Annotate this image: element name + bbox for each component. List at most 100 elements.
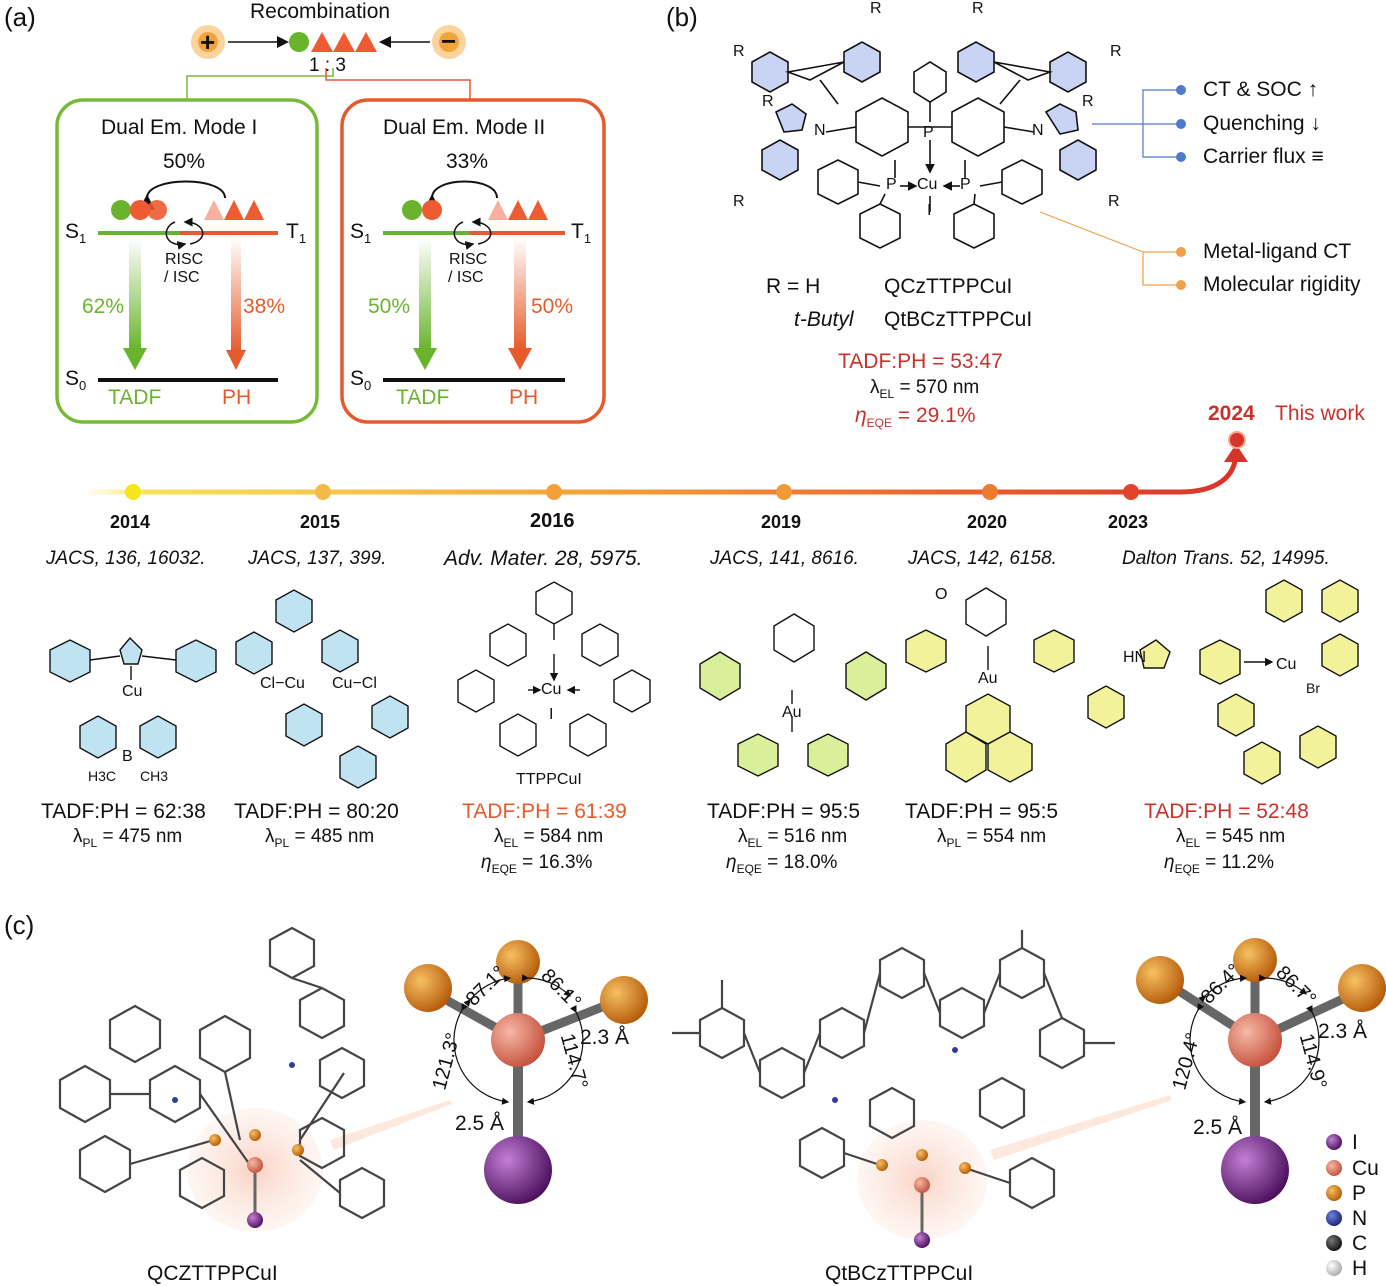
- panel-b-eta: ηEQE = 29.1%: [855, 404, 976, 431]
- feature-quenching: Quenching ↓: [1203, 112, 1321, 135]
- timeline-dot-2014: [125, 484, 141, 500]
- this-work-label: This work: [1275, 402, 1365, 425]
- name-2016: TTPPCuI: [516, 771, 582, 788]
- molecule-2014: [49, 636, 217, 759]
- year-2014: 2014: [110, 512, 151, 532]
- r-label-top-left: R: [870, 0, 882, 17]
- eta-2023: ηEQE = 11.2%: [1164, 852, 1275, 876]
- legend-c-icon: [1326, 1235, 1342, 1251]
- legend-i-icon: [1326, 1134, 1342, 1150]
- feature-mlct: Metal-ligand CT: [1203, 240, 1352, 263]
- singlet-exciton-icon: [289, 32, 309, 52]
- mode-1-tadf-label: TADF: [108, 386, 162, 409]
- ref-2020: JACS, 142, 6158.: [908, 548, 1057, 569]
- this-work-year: 2024: [1208, 402, 1255, 425]
- legend-c-label: C: [1352, 1232, 1368, 1255]
- legend-p-label: P: [1352, 1182, 1367, 1205]
- mode-1-tadf-pct: 62%: [82, 295, 125, 318]
- year-2020: 2020: [967, 512, 1008, 532]
- mode-1-title: Dual Em. Mode I: [101, 116, 258, 139]
- ch3-2014: CH3: [140, 768, 169, 784]
- n-atom-right: N: [1032, 122, 1044, 139]
- feature-rigidity: Molecular rigidity: [1203, 273, 1361, 296]
- triplet-icon: [311, 32, 333, 52]
- eta-2016: ηEQE = 16.3%: [481, 852, 593, 876]
- cu-atom: Cu: [917, 176, 938, 193]
- panel-b-label: (b): [666, 2, 698, 32]
- right-cu-p-distance: 2.3 Å: [1318, 1020, 1368, 1043]
- lambda-2014: λPL = 475 nm: [73, 826, 183, 850]
- mode-2-risc-pct: 33%: [446, 150, 489, 173]
- left-coordination-core: [404, 940, 648, 1204]
- ratio-2023: TADF:PH = 52:48: [1144, 800, 1309, 823]
- panel-a-label: (a): [4, 2, 36, 32]
- ratio-2016: TADF:PH = 61:39: [462, 800, 627, 823]
- molecule-2023: [1087, 579, 1359, 785]
- r-tbutyl-label: t-Butyl: [794, 308, 854, 331]
- feature-carrier-flux: Carrier flux ≡: [1203, 145, 1324, 168]
- mode-1-s1-label: S1: [65, 220, 87, 247]
- legend-h-label: H: [1352, 1257, 1368, 1280]
- i-2016: I: [549, 706, 554, 723]
- mode-2-tadf-pct: 50%: [368, 295, 411, 318]
- ref-2014: JACS, 136, 16032.: [46, 548, 206, 569]
- cu-2016: Cu: [541, 681, 562, 698]
- lambda-2023: λEL = 545 nm: [1176, 826, 1286, 850]
- panel-b-lambda: λEL = 570 nm: [870, 377, 980, 401]
- year-2015: 2015: [300, 512, 341, 532]
- cu-2014: Cu: [122, 683, 143, 700]
- b-2014: B: [122, 748, 133, 765]
- ref-2019: JACS, 141, 8616.: [710, 548, 859, 569]
- i-atom: I: [927, 202, 932, 219]
- mode-2-isc-label: / ISC: [448, 269, 484, 286]
- left-cu-p-distance: 2.3 Å: [580, 1026, 630, 1049]
- feature-brackets: [1039, 85, 1186, 290]
- n-atom-left: N: [814, 122, 826, 139]
- r-label-bottom-right: R: [1108, 193, 1120, 210]
- qcz-name: QCzTTPPCuI: [884, 275, 1013, 298]
- legend-p-icon: [1326, 1185, 1342, 1201]
- mode-1-t1-label: T1: [286, 220, 307, 247]
- o-2020: O: [935, 586, 948, 603]
- molecule-2015: [235, 589, 409, 789]
- mode-2-ph-label: PH: [509, 386, 539, 409]
- mode-2-title: Dual Em. Mode II: [383, 116, 546, 139]
- right-cu-i-distance: 2.5 Å: [1193, 1116, 1243, 1139]
- panel-b-ratio: TADF:PH = 53:47: [838, 350, 1003, 373]
- ratio-2015: TADF:PH = 80:20: [234, 800, 399, 823]
- lambda-2019: λEL = 516 nm: [738, 826, 848, 850]
- electron-charge-core: [439, 32, 459, 52]
- qtbcz-name: QtBCzTTPPCuI: [884, 308, 1033, 331]
- molecule-2020: [905, 587, 1075, 783]
- year-2016: 2016: [530, 510, 575, 532]
- legend-n-icon: [1326, 1210, 1342, 1226]
- p-atom-top: P: [923, 124, 934, 141]
- r-label-mid-left: R: [762, 93, 774, 110]
- ratio-2020: TADF:PH = 95:5: [905, 800, 1059, 823]
- timeline-dot-2020: [982, 484, 998, 500]
- year-2019: 2019: [761, 512, 802, 532]
- mode-2-tadf-label: TADF: [396, 386, 450, 409]
- panel-c-structures: [58, 926, 1386, 1276]
- mode-2-ph-pct: 50%: [531, 295, 574, 318]
- timeline-dot-this-work: [1228, 431, 1246, 449]
- hole-charge-core: [198, 32, 218, 52]
- cucl-2015: Cu−Cl: [332, 675, 377, 692]
- p-atom-left: P: [886, 176, 897, 193]
- r-label-right: R: [1110, 43, 1122, 60]
- lambda-2016: λEL = 584 nm: [494, 826, 604, 850]
- ref-2015: JACS, 137, 399.: [248, 548, 387, 569]
- mode-1-ph-label: PH: [222, 386, 252, 409]
- timeline-dot-2023: [1123, 484, 1139, 500]
- au-2019: Au: [782, 704, 802, 721]
- clcu-2015: Cl−Cu: [260, 675, 305, 692]
- feature-ct-soc: CT & SOC ↑: [1203, 78, 1319, 101]
- panel-b-molecule: [751, 41, 1097, 249]
- ref-2016: Adv. Mater. 28, 5975.: [444, 547, 643, 570]
- mode-2-s0-label: S0: [350, 367, 372, 394]
- right-coordination-core: [1136, 938, 1386, 1204]
- mode-2-t1-label: T1: [571, 220, 592, 247]
- r-label-left: R: [733, 43, 745, 60]
- mode-1-risc-pct: 50%: [163, 150, 206, 173]
